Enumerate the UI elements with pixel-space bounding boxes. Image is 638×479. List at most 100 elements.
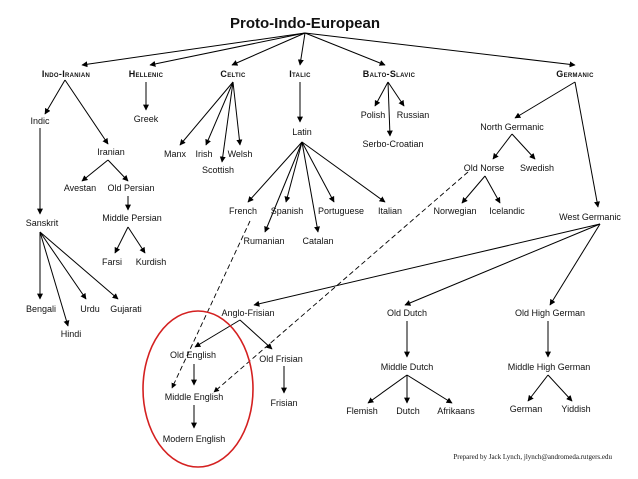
lang-old-high-german: Old High German (515, 308, 585, 318)
lang-sanskrit: Sanskrit (26, 218, 59, 228)
tree-edges (37, 32, 601, 429)
branch-indo-iranian: Indo-Iranian (42, 69, 90, 79)
lang-modern-english: Modern English (163, 434, 226, 444)
branch-hellenic: Hellenic (129, 69, 164, 79)
branch-germanic: Germanic (556, 69, 594, 79)
lang-old-english: Old English (170, 350, 216, 360)
edge-celtic-welsh (232, 81, 243, 146)
edge-indo-iranian-indic (44, 79, 66, 115)
edge-celtic-scottish (219, 81, 234, 163)
lang-gujarati: Gujarati (110, 304, 142, 314)
edge-sanskrit-hindi (39, 231, 70, 327)
edge-latin-catalan (301, 141, 321, 233)
lang-swedish: Swedish (520, 163, 554, 173)
edge-old-norse-icelandic (484, 175, 501, 204)
edge-sanskrit-gujarati (39, 231, 119, 300)
lang-flemish: Flemish (346, 406, 378, 416)
lang-iranian: Iranian (97, 147, 125, 157)
edge-iranian-old-persian (107, 159, 129, 182)
edge-germanic-north-germanic (514, 81, 576, 119)
edge-indo-iranian-iranian (64, 79, 109, 145)
lang-greek: Greek (134, 114, 159, 124)
lang-spanish: Spanish (271, 206, 304, 216)
lang-anglo-frisian: Anglo-Frisian (221, 308, 274, 318)
edge-middle-high-german-yiddish (547, 374, 573, 402)
lang-german: German (510, 404, 543, 414)
edge-anglo-frisian-old-english (194, 319, 241, 348)
lang-serbo-croatian: Serbo-Croatian (362, 139, 423, 149)
lang-manx: Manx (164, 149, 187, 159)
influence-french-middle-english (171, 220, 251, 389)
lang-norwegian: Norwegian (433, 206, 476, 216)
lang-italian: Italian (378, 206, 402, 216)
edge-celtic-manx (179, 81, 234, 146)
edge-middle-persian-kurdish (127, 226, 146, 254)
lang-polish: Polish (361, 110, 386, 120)
lang-latin: Latin (292, 127, 312, 137)
lang-middle-high-german: Middle High German (508, 362, 591, 372)
lang-rumanian: Rumanian (243, 236, 284, 246)
branch-italic: Italic (289, 69, 311, 79)
branch-celtic: Celtic (220, 69, 246, 79)
lang-bengali: Bengali (26, 304, 56, 314)
edge-pie-italic (297, 32, 306, 66)
lang-middle-dutch: Middle Dutch (381, 362, 434, 372)
lang-frisian: Frisian (270, 398, 297, 408)
lang-dutch: Dutch (396, 406, 420, 416)
edge-old-norse-norwegian (461, 175, 486, 204)
lang-avestan: Avestan (64, 183, 96, 193)
edge-pie-germanic (304, 32, 576, 68)
lang-north-germanic: North Germanic (480, 122, 544, 132)
edge-latin-rumanian (264, 141, 303, 233)
edge-pie-celtic (231, 32, 306, 66)
lang-portuguese: Portuguese (318, 206, 364, 216)
edge-middle-dutch-flemish (367, 374, 408, 404)
lang-old-dutch: Old Dutch (387, 308, 427, 318)
edge-balto-slavic-serbo-croatian (386, 81, 393, 137)
edge-germanic-west-germanic (574, 81, 600, 208)
edge-north-germanic-old-norse (492, 133, 513, 160)
edge-west-germanic-old-dutch (404, 223, 601, 306)
edge-latin-french (247, 141, 303, 203)
branch-balto-slavic: Balto-Slavic (363, 69, 416, 79)
edge-pie-balto-slavic (304, 32, 386, 66)
edge-balto-slavic-russian (387, 81, 405, 107)
influence-old-norse-middle-english (213, 171, 469, 393)
edge-latin-portuguese (301, 141, 335, 203)
edge-north-germanic-swedish (511, 133, 536, 160)
lang-west-germanic: West Germanic (559, 212, 621, 222)
credit-line: Prepared by Jack Lynch, jlynch@andromeda… (453, 453, 612, 461)
edge-middle-dutch-afrikaans (406, 374, 453, 404)
edge-balto-slavic-polish (374, 81, 389, 107)
lang-kurdish: Kurdish (136, 257, 167, 267)
edge-anglo-frisian-old-frisian (239, 319, 273, 350)
lang-middle-english: Middle English (165, 392, 224, 402)
edge-latin-spanish (284, 141, 303, 203)
edge-west-germanic-anglo-frisian (253, 223, 601, 307)
lang-welsh: Welsh (228, 149, 253, 159)
edge-iranian-avestan (81, 159, 109, 182)
edge-middle-high-german-german (527, 374, 549, 402)
lang-russian: Russian (397, 110, 430, 120)
edge-pie-indo-iranian (81, 32, 306, 68)
edge-latin-italian (301, 141, 386, 203)
lang-afrikaans: Afrikaans (437, 406, 475, 416)
tree-labels: Proto-Indo-European Indo-Iranian Helleni… (26, 15, 622, 461)
lang-scottish: Scottish (202, 165, 234, 175)
lang-icelandic: Icelandic (489, 206, 525, 216)
lang-urdu: Urdu (80, 304, 100, 314)
edge-pie-hellenic (149, 32, 306, 67)
lang-old-persian: Old Persian (107, 183, 154, 193)
edge-celtic-irish (205, 81, 234, 146)
lang-farsi: Farsi (102, 257, 122, 267)
lang-catalan: Catalan (302, 236, 333, 246)
edge-sanskrit-urdu (39, 231, 87, 300)
lang-irish: Irish (195, 149, 212, 159)
lang-old-frisian: Old Frisian (259, 354, 303, 364)
edge-middle-persian-farsi (114, 226, 129, 254)
edge-west-germanic-old-high-german (549, 223, 601, 306)
lang-old-norse: Old Norse (464, 163, 505, 173)
lang-yiddish: Yiddish (561, 404, 590, 414)
lang-hindi: Hindi (61, 329, 82, 339)
